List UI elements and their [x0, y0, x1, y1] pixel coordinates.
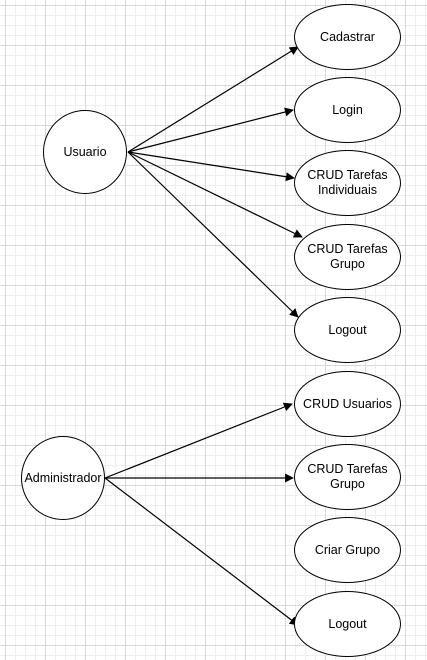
edge-administrador-to-crud-usuarios [104, 402, 293, 479]
actor-usuario-label: Usuario [63, 144, 107, 159]
use-case-logout-admin-label: Logout [328, 616, 367, 631]
edge-usuario-to-crud-tarefas-individuais [127, 151, 295, 182]
edge-usuario-to-crud-tarefas-grupo-u [127, 151, 303, 238]
edge-usuario-to-cadastrar [127, 46, 299, 153]
use-case-crud-tarefas-grupo-usuario: CRUD Tarefas Grupo [294, 224, 401, 290]
edge-usuario-to-login [127, 107, 294, 153]
edge-usuario-to-logout-u [127, 151, 299, 318]
use-case-logout-usuario-label: Logout [328, 322, 367, 337]
use-case-criar-grupo-label: Criar Grupo [314, 542, 381, 557]
edge-administrador-to-logout-a [104, 477, 299, 626]
use-case-crud-tarefas-grupo-admin-label: CRUD Tarefas Grupo [307, 462, 388, 491]
use-case-crud-usuarios-label: CRUD Usuarios [303, 396, 392, 411]
use-case-login-label: Login [332, 102, 363, 117]
use-case-cadastrar-label: Cadastrar [320, 29, 375, 44]
use-case-cadastrar: Cadastrar [294, 4, 401, 70]
use-case-logout-usuario: Logout [294, 297, 401, 363]
use-case-crud-tarefas-grupo-admin: CRUD Tarefas Grupo [294, 444, 401, 510]
actor-administrador: Administrador [21, 436, 105, 520]
actor-usuario: Usuario [43, 110, 127, 194]
use-case-crud-tarefas-grupo-usuario-label: CRUD Tarefas Grupo [307, 242, 388, 271]
use-case-criar-grupo: Criar Grupo [294, 517, 401, 583]
use-case-login: Login [294, 77, 401, 143]
use-case-crud-usuarios: CRUD Usuarios [294, 371, 401, 437]
use-case-logout-admin: Logout [294, 591, 401, 657]
use-case-crud-tarefas-individuais: CRUD Tarefas Individuais [294, 150, 401, 216]
actor-administrador-label: Administrador [24, 470, 102, 485]
use-case-crud-tarefas-individuais-label: CRUD Tarefas Individuais [307, 168, 388, 197]
